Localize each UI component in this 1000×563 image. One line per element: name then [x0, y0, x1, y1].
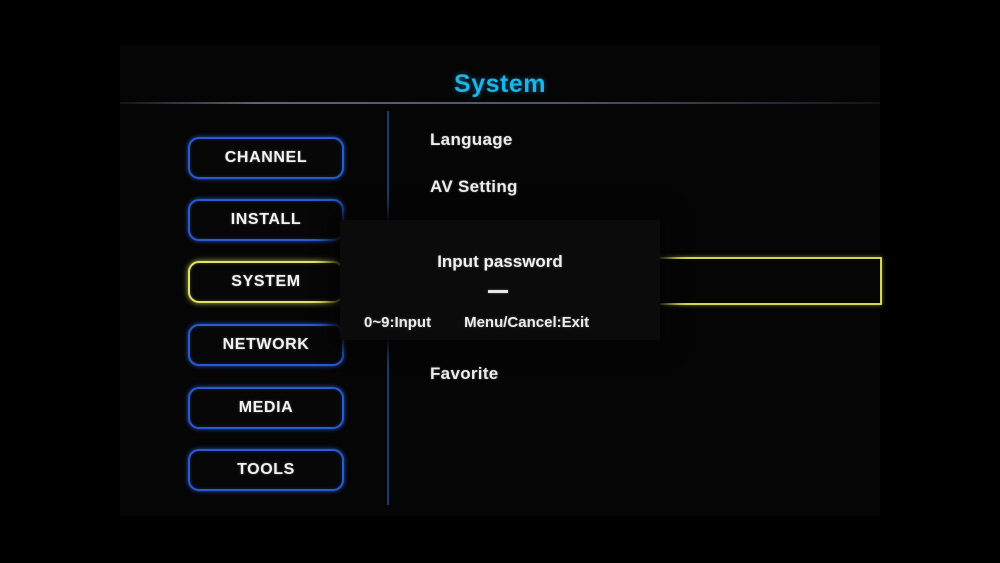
page-title: System [454, 70, 546, 98]
sidebar-item-system[interactable]: SYSTEM [188, 261, 344, 303]
menu-item-favorite[interactable]: Favorite [430, 364, 499, 383]
password-dialog-hints: 0~9:Input Menu/Cancel:Exit [364, 314, 589, 331]
horizontal-divider [120, 102, 880, 104]
osd-screen: System CHANNEL INSTALL SYSTEM NETWORK ME… [120, 45, 882, 516]
sidebar-item-media[interactable]: MEDIA [188, 387, 344, 429]
password-dialog-title: Input password [437, 252, 563, 271]
menu-item-av-setting[interactable]: AV Setting [430, 177, 518, 196]
sidebar-item-network[interactable]: NETWORK [188, 324, 344, 366]
password-input-field[interactable] [488, 290, 508, 293]
password-dialog: Input password 0~9:Input Menu/Cancel:Exi… [340, 220, 660, 340]
sidebar-item-tools[interactable]: TOOLS [188, 449, 344, 491]
hint-menu-cancel-exit: Menu/Cancel:Exit [464, 314, 590, 331]
menu-item-language[interactable]: Language [430, 130, 513, 149]
sidebar-item-install[interactable]: INSTALL [188, 199, 344, 241]
hint-number-input: 0~9:Input [364, 314, 432, 331]
sidebar-item-channel[interactable]: CHANNEL [188, 137, 344, 179]
